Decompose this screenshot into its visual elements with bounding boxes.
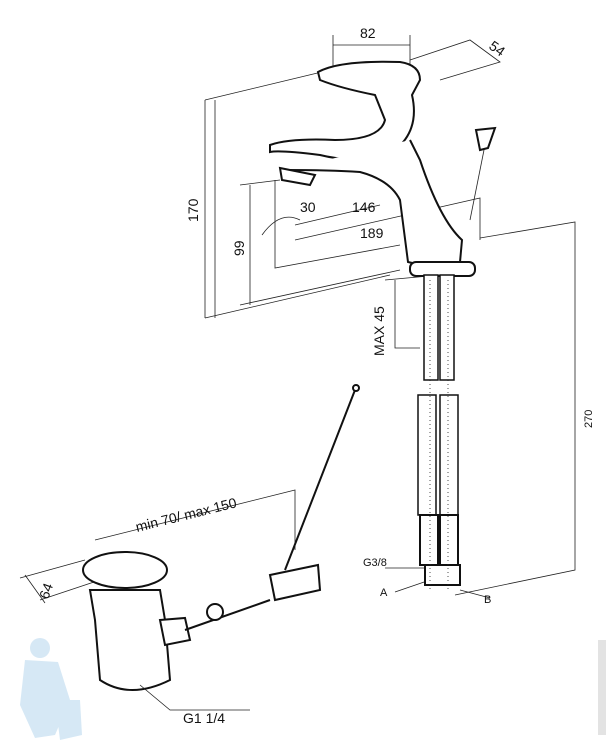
dim-width-82: 82 [360,25,376,41]
dim-hose-270: 270 [583,410,595,428]
thread-g3-8: G3/8 [363,557,387,569]
supply-hoses [417,274,461,590]
pop-up-waste [19,384,360,711]
vertical-watermark [598,640,606,735]
thread-g1-1-4: G1 1/4 [183,710,225,726]
dim-angle-30: 30 [300,199,316,215]
faucet-body [269,60,497,277]
dim-reach-189: 189 [360,225,384,241]
plumber-watermark-icon [20,638,82,740]
dim-height-170: 170 [185,198,201,222]
dim-max-45: MAX 45 [371,306,387,356]
point-b-label: B [484,594,491,606]
point-a-label: A [380,587,388,599]
dim-rod-range: min 70/ max 150 [134,494,239,535]
dim-height-99: 99 [231,240,247,256]
dim-waste-64: 64 [36,581,56,601]
dimension-lines [204,35,576,599]
dim-reach-146: 146 [352,199,376,215]
dim-depth-54: 54 [486,37,508,59]
